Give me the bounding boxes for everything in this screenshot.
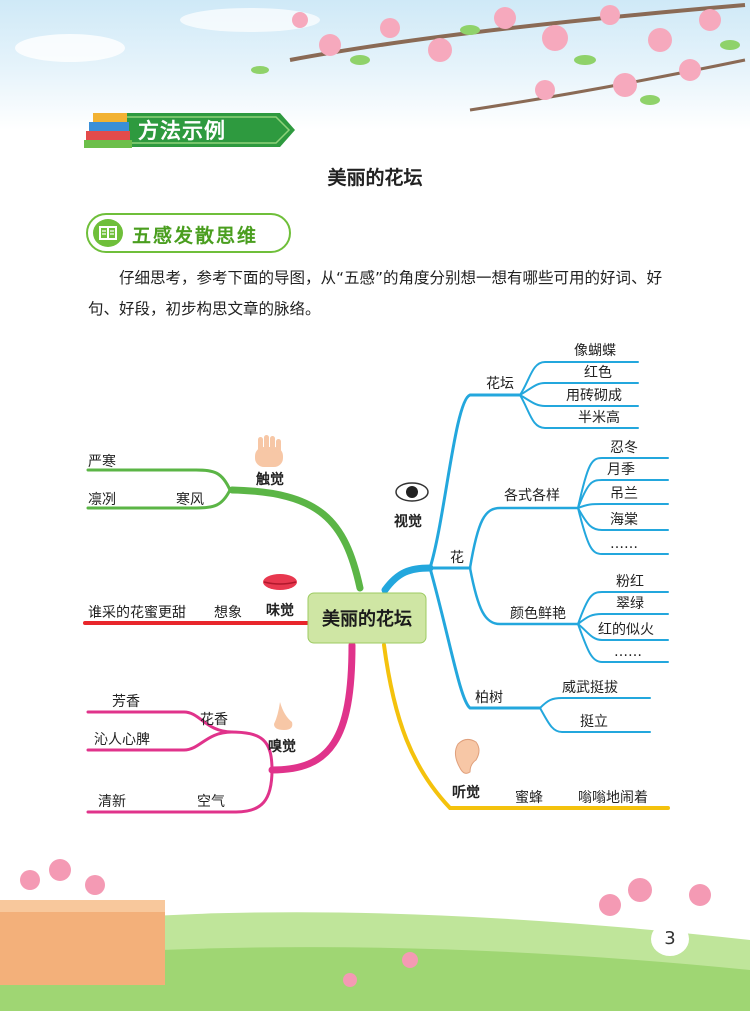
page-title: 美丽的花坛 (327, 167, 423, 189)
sky-header-background (0, 0, 750, 130)
sight-color-item: 红的似火 (598, 622, 654, 638)
sight-bed-item: 半米高 (578, 409, 620, 426)
touch-item: 严寒 (88, 453, 116, 470)
book-icon (93, 219, 123, 247)
sight-variety-label: 各式各样 (504, 488, 560, 504)
sight-bed-item: 红色 (584, 364, 612, 381)
section-banner-label: 方法示例 (138, 119, 226, 143)
smell-item: 沁人心脾 (94, 732, 150, 748)
hearing-item: 蜜蜂 (515, 790, 543, 806)
sight-cypress-item: 威武挺拔 (562, 680, 618, 696)
smell-branch (86, 641, 356, 814)
sight-color-item: 粉红 (616, 574, 644, 590)
mind-map: 美丽的花坛 触觉 严寒 凛冽 寒风 味觉 (83, 343, 670, 814)
sight-label: 视觉 (394, 513, 422, 530)
section-banner: 方法示例 (80, 107, 295, 153)
page-number: 3 (651, 922, 689, 956)
sight-color-label: 颜色鲜艳 (510, 605, 566, 622)
smell-item: 空气 (197, 794, 225, 810)
hand-icon (255, 435, 283, 467)
center-node (307, 592, 427, 644)
smell-item: 芳香 (112, 693, 140, 710)
hearing-branch (382, 643, 670, 810)
garden-footer-decoration (0, 859, 750, 1011)
sight-variety-item: 吊兰 (610, 486, 638, 502)
books-icon (84, 113, 295, 148)
sight-variety-item: 海棠 (610, 512, 638, 528)
sight-variety-item: 忍冬 (610, 440, 638, 456)
sight-variety-item: 月季 (607, 462, 635, 478)
taste-item: 想象 (214, 605, 242, 621)
touch-label: 触觉 (255, 471, 284, 488)
sight-color-item: 翠绿 (616, 596, 644, 612)
sight-branch (381, 361, 669, 733)
sight-cypress-label: 柏树 (475, 690, 503, 706)
sight-bed-label: 花坛 (486, 376, 514, 392)
lips-icon (263, 574, 297, 590)
sight-bed-item: 像蝴蝶 (574, 343, 616, 359)
sight-cypress-item: 挺立 (580, 714, 608, 730)
touch-item: 寒风 (176, 491, 204, 508)
taste-label: 味觉 (266, 602, 294, 619)
eye-icon (395, 482, 429, 502)
subsection-label: 五感发散思维 (132, 225, 259, 247)
sight-bed-item: 用砖砌成 (566, 388, 622, 404)
subsection-header: 五感发散思维 (86, 213, 291, 253)
blossom-branch-decoration (15, 3, 746, 112)
sight-variety-item: …… (610, 536, 638, 552)
smell-sub-label: 花香 (200, 712, 228, 728)
touch-item: 凛冽 (88, 491, 116, 508)
touch-branch (86, 468, 364, 592)
hearing-label: 听觉 (452, 784, 480, 801)
nose-icon (274, 702, 293, 730)
sight-flower-label: 花 (450, 550, 464, 566)
sight-color-item: …… (614, 644, 642, 660)
intro-paragraph: 仔细思考，参考下面的导图，从“五感”的角度分别想一想有哪些可用的好词、好句、好段… (88, 269, 663, 318)
center-node-label: 美丽的花坛 (322, 608, 412, 630)
taste-item: 谁采的花蜜更甜 (88, 605, 186, 621)
smell-label: 嗅觉 (268, 738, 296, 755)
hearing-item: 嗡嗡地闹着 (578, 790, 648, 806)
ear-icon (454, 738, 480, 774)
smell-item: 清新 (98, 794, 126, 810)
